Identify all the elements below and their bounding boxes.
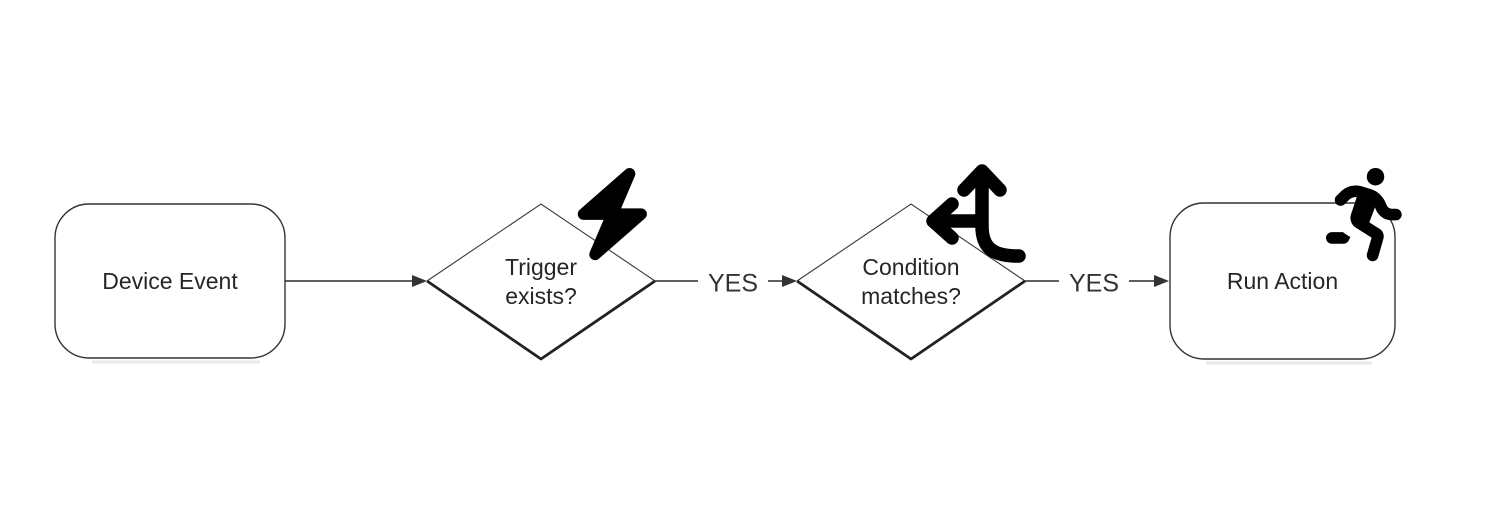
- edge-condition-to-run: [1025, 275, 1169, 287]
- arrowhead-icon: [782, 275, 797, 287]
- person-running-icon: [1326, 168, 1402, 262]
- condition-matches-shape: [796, 203, 1026, 361]
- lightning-bolt-icon: [577, 167, 647, 261]
- diamond-fill: [797, 204, 1025, 359]
- split-arrows-icon: [926, 164, 1026, 263]
- diamond-upper-edges: [426, 203, 656, 282]
- edge-device-to-trigger: [285, 275, 427, 287]
- device-event-shape: [54, 203, 286, 359]
- arrowhead-icon: [412, 275, 427, 287]
- edge-trigger-to-condition: [655, 275, 797, 287]
- split-arrows-up-head: [957, 164, 1007, 197]
- diamond-upper-edges: [796, 203, 1026, 282]
- split-arrows-left-head: [926, 197, 959, 245]
- arrowhead-icon: [1154, 275, 1169, 287]
- diamond-lower-edges: [796, 279, 1026, 361]
- diamond-lower-edges: [426, 279, 656, 361]
